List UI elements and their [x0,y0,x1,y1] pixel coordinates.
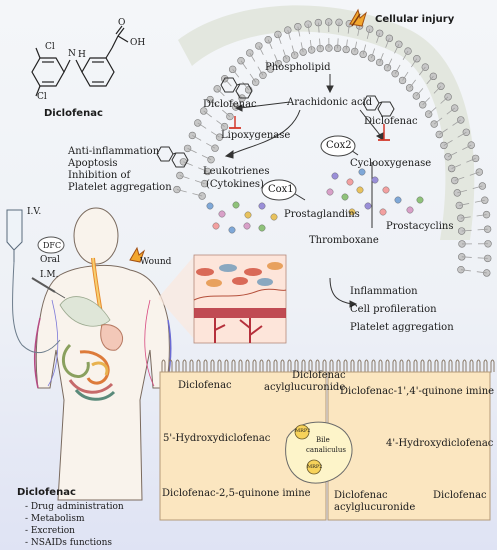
atom-cl-bottom: Cl [37,92,47,102]
drug-molecule-glyph-effects [156,146,189,168]
diclofenac-left-label: Diclofenac [203,99,257,110]
legend-item-4: - NSAIDs functions [25,538,112,548]
dfc-label: DFC [43,241,62,250]
effect-left-2: Apoptosis [68,158,118,169]
cytokine-dots [206,168,424,234]
effect-right-3: Platelet aggregation [350,322,454,333]
effect-right-2: Cell profileration [350,304,437,315]
wound-label: Wound [140,257,172,267]
met-right-start: Diclofenac [433,490,487,501]
effect-left-3: Inhibition of [68,170,131,181]
dfc-pill-icon [37,236,65,254]
iv-label: I.V. [27,207,42,217]
oral-label: Oral [40,255,60,265]
atom-n: N [68,49,76,59]
molecule-name: Diclofenac [44,108,103,119]
met-right-glucuronide-2: acylglucuronide [334,502,416,513]
membrane-lipid-tails [176,22,488,274]
met-right-quinone: Diclofenac-1',4'-quinone imine [340,386,495,397]
cox2-ellipse [320,135,356,157]
diclofenac-right-label: Diclofenac [364,116,418,127]
met-right-hydroxy: 4'-Hydroxydiclofenac [386,438,494,449]
hepatocyte-panels [159,359,495,521]
met-left-glucuronide-2: acylglucuronide [264,382,346,393]
effect-right-1: Inflammation [350,286,418,297]
atom-h: H [78,50,86,60]
cell-membrane [173,5,492,277]
bile-label-2: canaliculus [306,446,347,454]
leukotrienes-label: Leukotrienes [203,166,270,177]
bile-label-1: Bile [316,436,330,444]
legend-item-1: - Drug administration [25,502,124,512]
atom-cl-top: Cl [45,42,55,52]
im-syringe-icon [31,277,66,299]
im-label: I.M. [40,270,59,280]
zoom-wedge [158,255,195,340]
legend-item-2: - Metabolism [25,514,85,524]
cytokines-label: (Cytokines) [206,179,264,190]
cellular-injury-label: Cellular injury [375,14,455,25]
prostaglandins-label: Prostaglandins [284,209,360,220]
atom-o: O [118,18,126,28]
mrp2-bottom-label: MRP2 [307,464,323,470]
met-left-hydroxy: 5'-Hydroxydiclofenac [163,433,271,444]
prostacyclins-label: Prostacyclins [386,221,454,232]
mrp2-top-label: MRP2 [295,428,311,434]
arachidonic-acid-label: Arachidonic acid [287,97,373,108]
iv-bag-icon [6,209,61,354]
diclofenac-molecule [31,25,129,97]
cyclooxygenase-label: Cyclooxygenase [350,158,432,169]
thromboxane-label: Thromboxane [309,235,379,246]
drug-molecule-glyph-left [220,77,253,99]
met-left-start: Diclofenac [178,380,232,391]
legend-title: Diclofenac [17,487,76,498]
wound-icon [129,246,146,263]
mrp2-transporter-bottom [306,459,322,475]
cox1-ellipse [261,179,297,201]
effect-left-1: Anti-inflammation [68,146,160,157]
atom-oh: OH [130,38,146,48]
met-left-glucuronide-1: Diclofenac [292,370,346,381]
met-left-quinone: Diclofenac-2,5-quinone imine [162,488,311,499]
wound-histology-panel [193,254,287,344]
legend-item-3: - Excretion [25,526,75,536]
lipoxygenase-label: Lipoxygenase [221,130,291,141]
phospholipid-label: Phospholipid [265,62,331,73]
human-body-figure [33,207,172,501]
effect-left-4: Platelet aggregation [68,182,172,193]
mrp2-transporter-top [294,424,310,440]
cellular-injury-icon [349,8,367,27]
met-right-glucuronide-1: Diclofenac [334,490,388,501]
cox2-label: Cox2 [326,140,352,151]
cox1-label: Cox1 [268,184,294,195]
drug-molecule-glyph-right [362,95,395,117]
